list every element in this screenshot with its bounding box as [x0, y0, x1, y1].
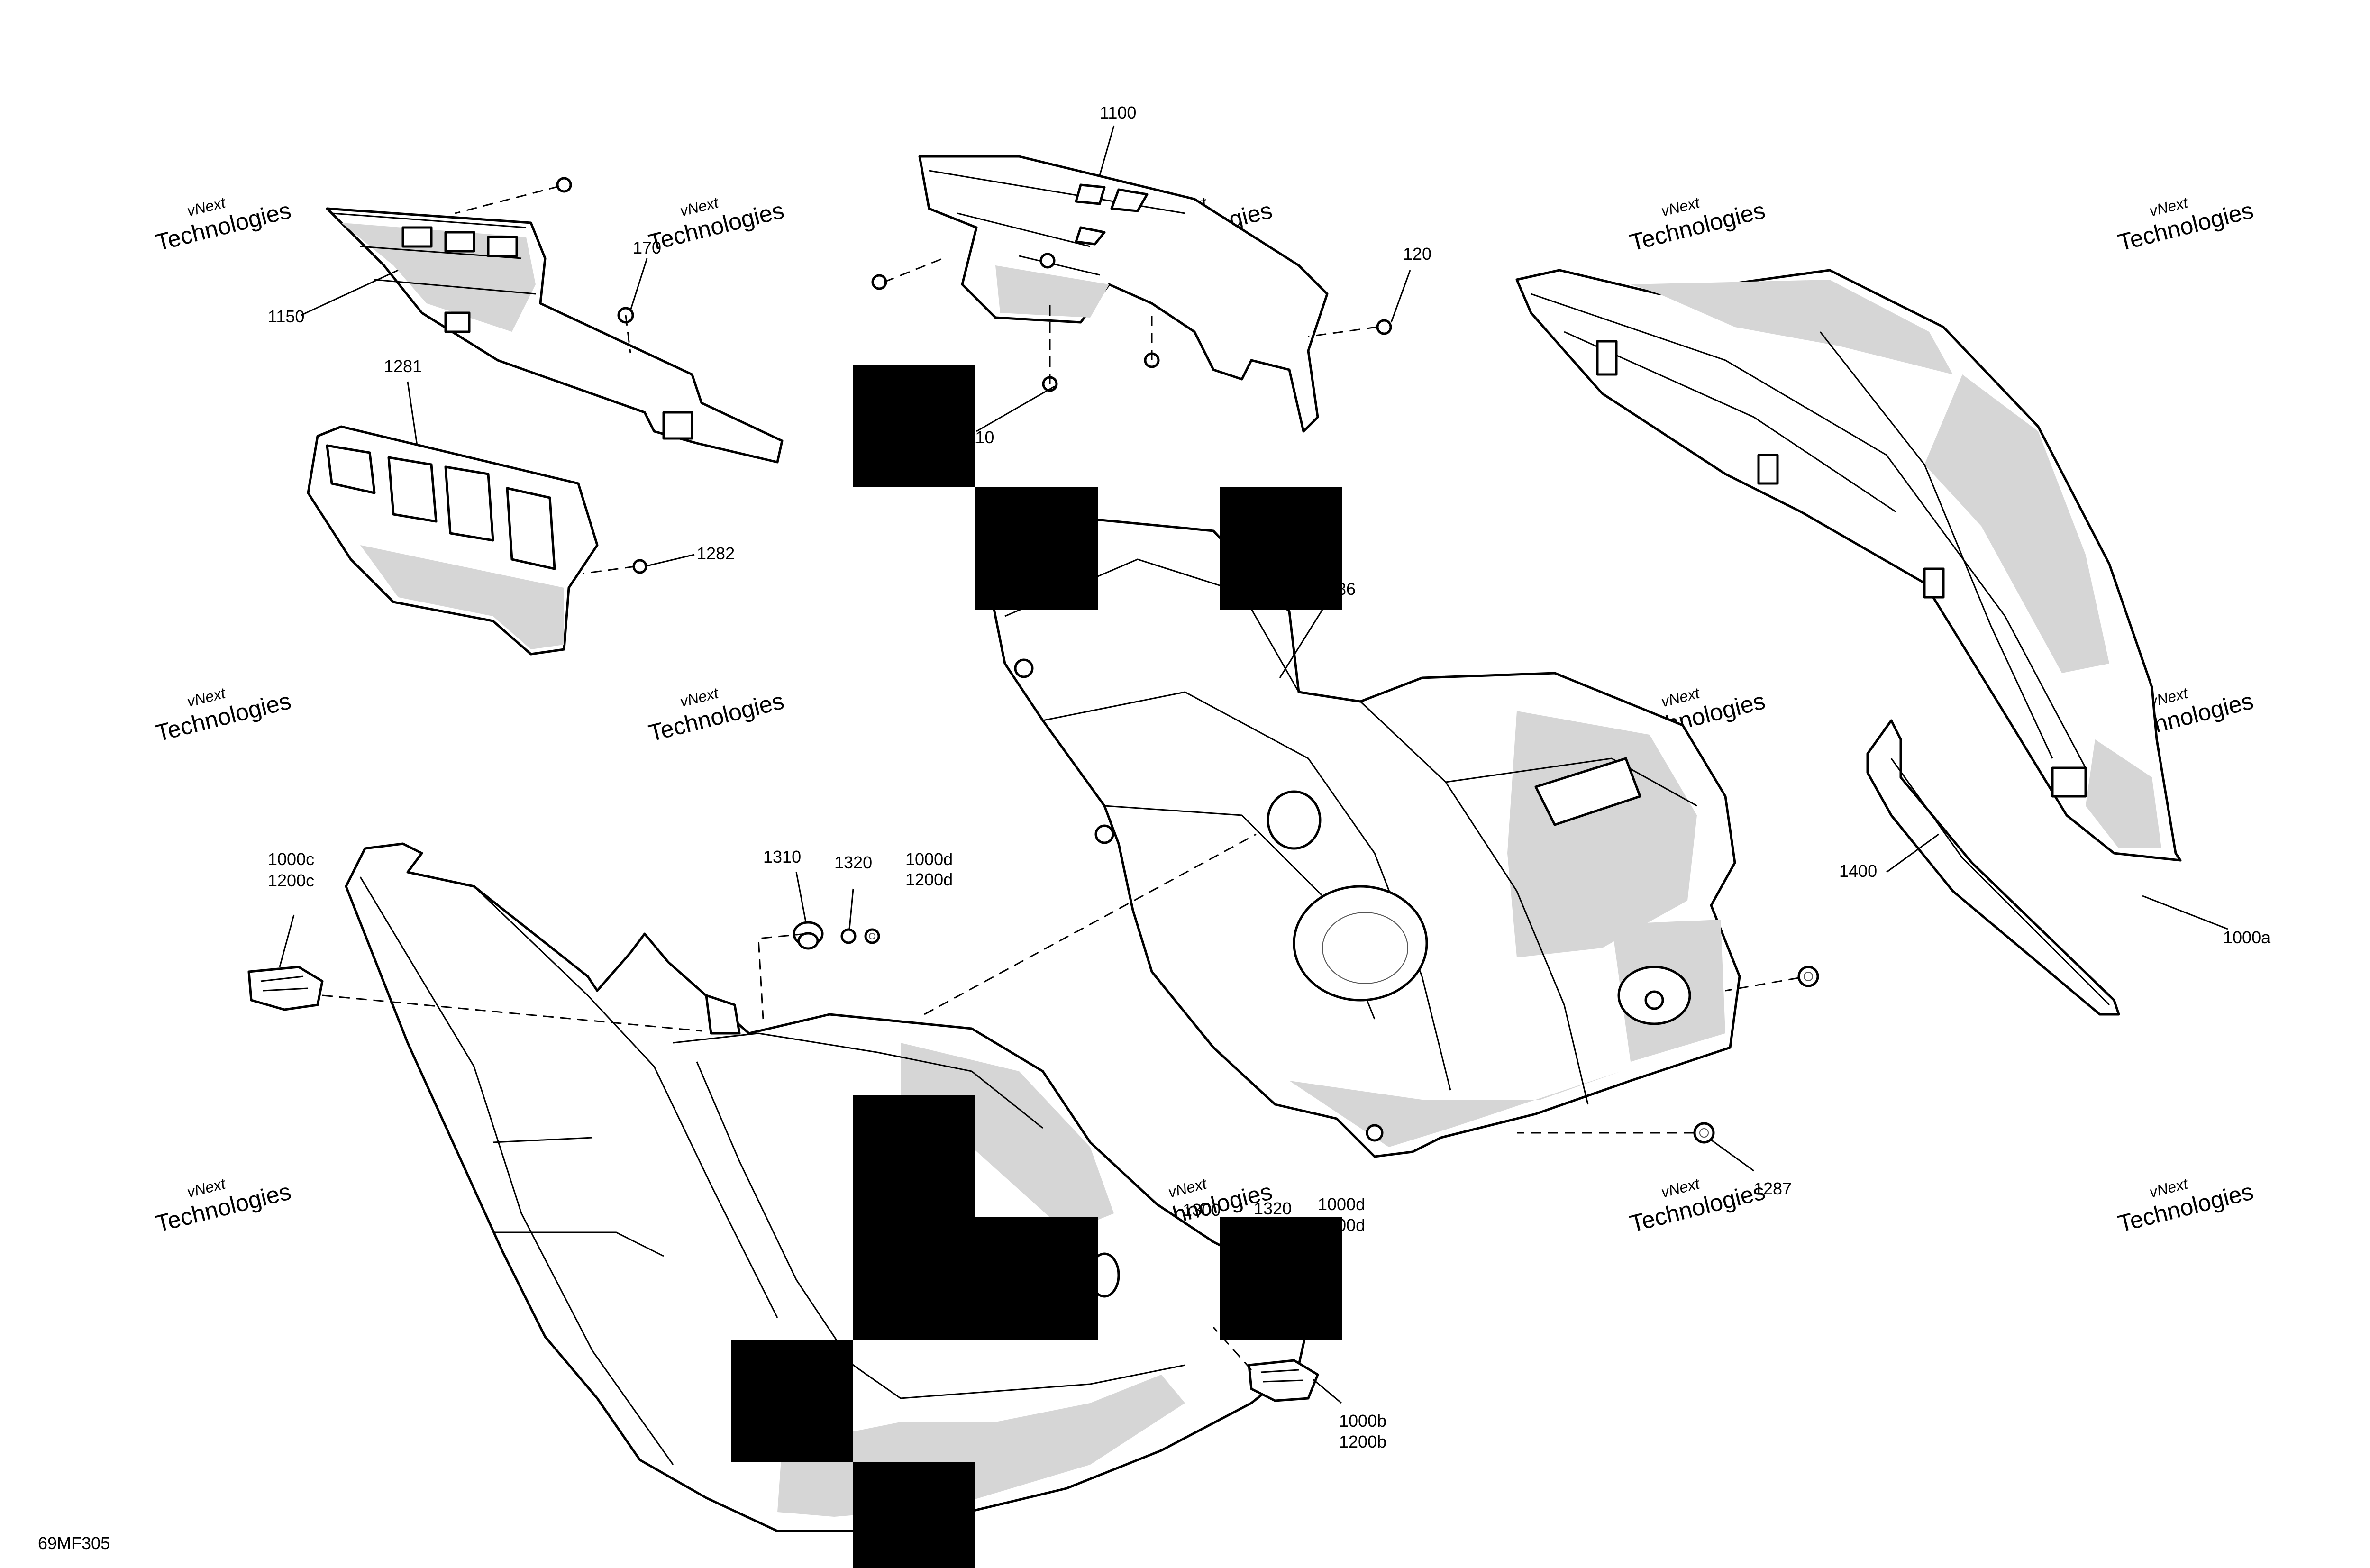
callout-1100: 1100: [1100, 103, 1136, 122]
watermark: vNext Technologies: [646, 684, 787, 747]
callout-1320: 1320: [834, 853, 872, 872]
redaction-block: [853, 1217, 1098, 1340]
callout-1200b: 1200b: [1339, 1432, 1386, 1451]
callout-1282: 1282: [697, 544, 735, 563]
callout-86: 86: [1337, 579, 1356, 599]
redaction-block: [853, 365, 975, 487]
watermark: vNext Technologies: [2115, 1175, 2256, 1237]
assembly-lines: [322, 185, 1799, 1370]
redaction-block: [975, 487, 1098, 610]
part-1000a-right-panel: [1515, 269, 2182, 862]
watermark: vNext Technologies: [153, 193, 294, 256]
callout-170: 170: [633, 238, 661, 257]
watermark: vNext Technologies: [2115, 193, 2256, 256]
part-1287-nut: [1693, 1122, 1715, 1144]
callout-1300: 1300: [1183, 1200, 1221, 1220]
watermark: vNext Technologies: [153, 1175, 294, 1237]
callout-1281: 1281: [384, 356, 422, 376]
watermark: vNext Technologies: [1627, 1175, 1768, 1237]
callout-1000d: 1000d: [1318, 1194, 1365, 1214]
redaction-block: [731, 1340, 853, 1462]
part-1150-upper-trim: [326, 207, 784, 464]
part-1310-bulb: [793, 921, 824, 950]
part-1100-console: [918, 155, 1329, 433]
redaction-block: [1220, 1217, 1342, 1340]
callout-1000b: 1000b: [1339, 1411, 1386, 1431]
callout-1150: 1150: [268, 307, 304, 326]
callout-1000c: 1000c: [268, 849, 314, 869]
callout-labels: 1100 170 120 1150 1281 110 1282 86 1000c…: [268, 103, 2271, 1451]
part-nut-right: [1797, 966, 1819, 987]
watermark: vNext Technologies: [1627, 193, 1768, 256]
part-lower-left-panel: [345, 842, 1310, 1532]
part-1320-grommet: [840, 928, 880, 944]
callout-1200d: 1200d: [905, 870, 953, 889]
leader-lines: [279, 125, 2228, 1404]
callout-1287: 1287: [1754, 1179, 1792, 1198]
callout-1000d: 1000d: [905, 849, 953, 869]
redaction-block: [853, 1095, 975, 1217]
callout-110: 110: [967, 428, 994, 447]
watermark: vNext Technologies: [646, 193, 787, 256]
part-1000b-clip: [1248, 1359, 1319, 1402]
redaction-blocks: [731, 365, 1342, 1568]
watermark: vNext Technologies: [153, 684, 294, 747]
redaction-block: [853, 1462, 975, 1568]
part-1400-strip: [1866, 719, 2120, 1016]
part-center-panel: [989, 515, 1741, 1158]
callout-1200d: 1200d: [1318, 1215, 1365, 1235]
redaction-block: [1220, 487, 1342, 610]
figure-code: 69MF305: [38, 1533, 110, 1553]
callout-1320: 1320: [1254, 1199, 1292, 1218]
part-1281-grille: [307, 425, 599, 656]
callout-120: 120: [1403, 244, 1431, 264]
callout-1000a: 1000a: [2223, 928, 2271, 947]
callout-1310: 1310: [763, 847, 801, 866]
part-1000c-clip: [247, 966, 324, 1011]
callout-1200c: 1200c: [268, 871, 314, 890]
callout-1400: 1400: [1839, 861, 1877, 881]
